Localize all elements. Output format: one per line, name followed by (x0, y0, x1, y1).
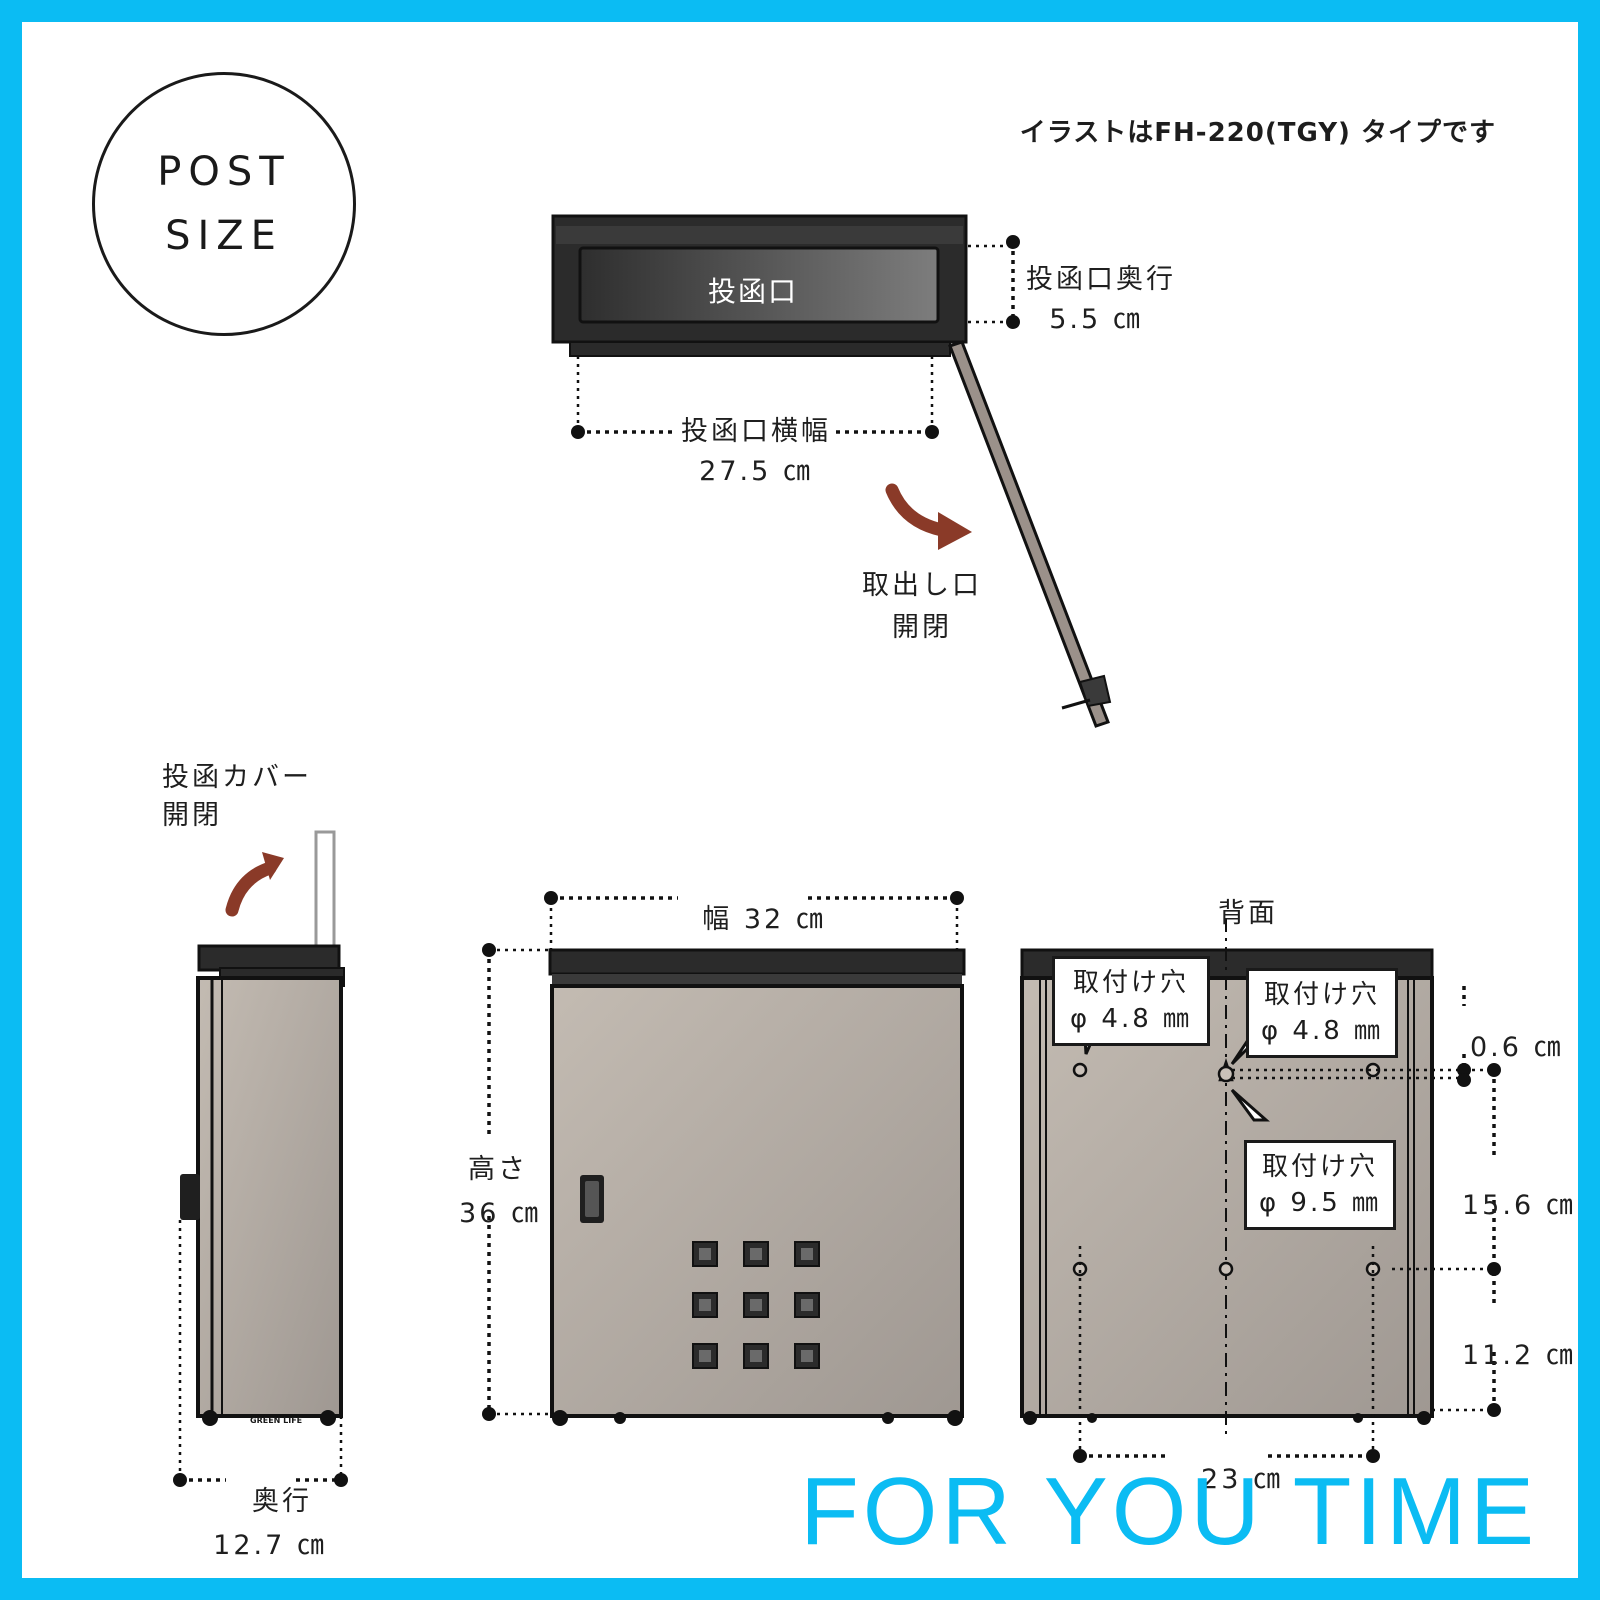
hole-callout-a: 取付け穴 φ 4.8 ㎜ (1052, 956, 1210, 1046)
door-label-line-2: 開閉 (892, 612, 952, 643)
retrieval-door (948, 340, 1110, 728)
post-size-badge: POST SIZE (92, 72, 356, 336)
slot-label: 投函口 (708, 275, 799, 308)
slot-depth-label: 投函口奥行 (1026, 264, 1176, 295)
door-label-line-1: 取出し口 (862, 570, 982, 601)
side-depth-label: 奥行 (252, 1486, 312, 1517)
top-view-drawing (551, 214, 1112, 728)
front-view-drawing (482, 891, 966, 1426)
cover-label-line-1: 投函カバー (162, 762, 312, 793)
door-arrow-icon (885, 483, 949, 537)
side-depth-value: 12.7 ㎝ (213, 1530, 327, 1561)
hole-c-title: 取付け穴 (1261, 1152, 1378, 1182)
cover-arrow-icon (225, 861, 277, 917)
side-body (196, 976, 343, 1418)
illustration-note: イラストはFH-220(TGY) タイプです (1019, 118, 1496, 148)
back-view-title: 背面 (1218, 898, 1278, 929)
brand-footer: FOR YOU TIME (800, 1458, 1538, 1565)
cover-label-line-2: 開閉 (162, 800, 222, 831)
side-view-drawing (173, 830, 348, 1487)
hole-callout-c: 取付け穴 φ 9.5 ㎜ (1244, 1140, 1396, 1230)
dim-width-label: 23 ㎝ (1201, 1464, 1283, 1495)
diagram-art (173, 214, 1501, 1487)
hole-b-title: 取付け穴 (1263, 980, 1380, 1010)
front-width-label: 幅 32 ㎝ (702, 904, 826, 935)
hole-callout-b: 取付け穴 φ 4.8 ㎜ (1246, 968, 1398, 1058)
hole-b-size: φ 4.8 ㎜ (1260, 1016, 1384, 1046)
slot-opening (578, 246, 940, 324)
hole-a-size: φ 4.8 ㎜ (1069, 1004, 1193, 1034)
slot-width-value: 27.5 ㎝ (699, 456, 813, 487)
hole-c-size: φ 9.5 ㎜ (1258, 1188, 1382, 1218)
hole-icon (1072, 1062, 1088, 1078)
hole-a-title: 取付け穴 (1072, 968, 1189, 998)
dim-mid-label: 15.6 ㎝ (1462, 1190, 1576, 1221)
dim-top-label: 0.6 ㎝ (1470, 1032, 1564, 1063)
dim-low-label: 11.2 ㎝ (1462, 1340, 1576, 1371)
hole-icon (1218, 1261, 1234, 1277)
slot-depth-value: 5.5 ㎝ (1049, 304, 1143, 335)
slot-width-label: 投函口横幅 (681, 416, 831, 447)
front-height-label: 高さ (468, 1154, 528, 1185)
brand-mark: GREEN LIFE (250, 1416, 303, 1425)
front-height-value: 36 ㎝ (459, 1198, 541, 1229)
badge-line-2: SIZE (165, 213, 283, 259)
badge-line-1: POST (157, 149, 291, 195)
